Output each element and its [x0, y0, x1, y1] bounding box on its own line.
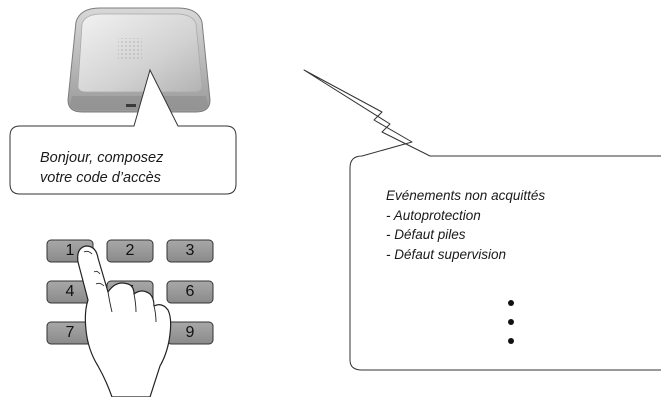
events-message: Evénements non acquittés - Autoprotectio… [386, 186, 656, 264]
greeting-message: Bonjour, composez votre code d’accès [40, 148, 240, 188]
alarm-device-icon [67, 7, 211, 113]
greeting-line-1: Bonjour, composez [40, 150, 164, 166]
key-6-label: 6 [185, 283, 195, 300]
key-4-label: 4 [65, 283, 75, 300]
key-2-label: 2 [125, 242, 135, 259]
more-events-ellipsis-icon [508, 300, 514, 344]
event-item: - Défaut supervision [386, 246, 507, 262]
event-item: - Autoprotection [386, 207, 481, 223]
key-1-label: 1 [65, 242, 75, 259]
key-2[interactable] [106, 239, 154, 263]
key-3[interactable] [166, 239, 214, 263]
key-6[interactable] [166, 280, 214, 304]
key-7-label: 7 [65, 324, 75, 341]
events-heading: Evénements non acquittés [386, 188, 546, 203]
key-9-label: 9 [185, 324, 195, 341]
greeting-line-2: votre code d’accès [40, 170, 161, 186]
key-3-label: 3 [185, 242, 195, 259]
event-item: - Défaut piles [386, 227, 466, 242]
events-speech-bubble [303, 69, 661, 371]
greeting-speech-bubble [9, 68, 237, 195]
